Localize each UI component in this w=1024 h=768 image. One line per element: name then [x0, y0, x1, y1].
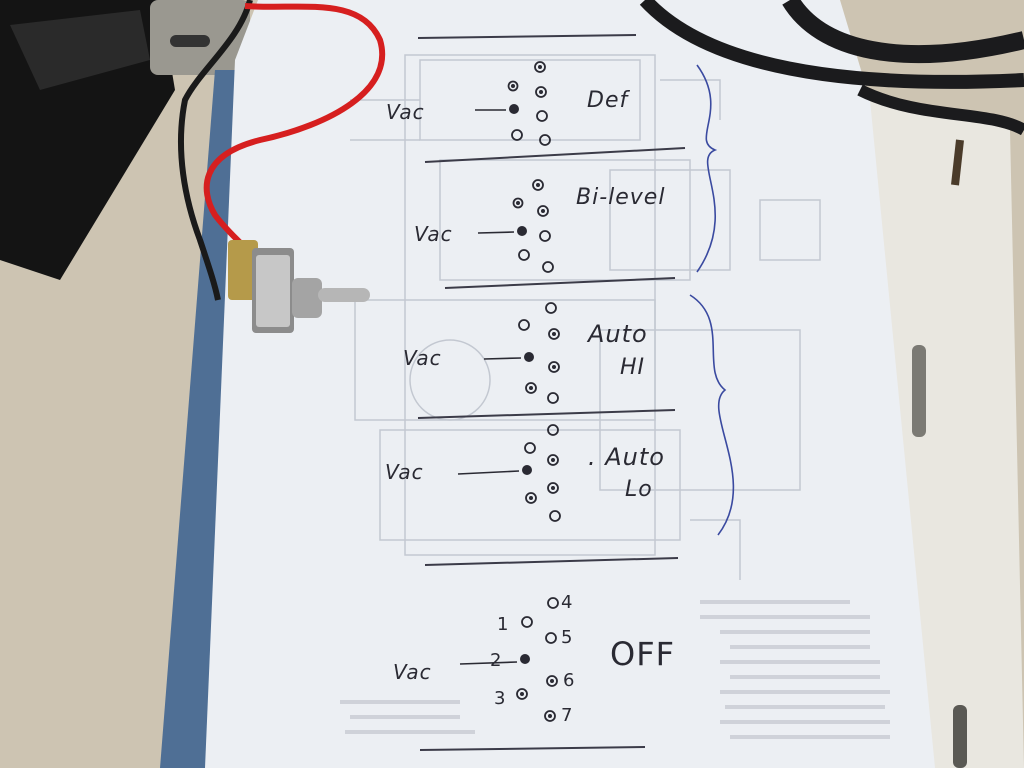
vacuum-hose-2 [782, 0, 1024, 64]
toggle-switch-icon [228, 240, 370, 333]
port-number-5: 5 [561, 627, 573, 648]
marked-port-dots [511, 65, 556, 718]
faint-print-text [340, 600, 890, 739]
hose-connector [951, 139, 964, 186]
mode-label-autohi-2: HI [620, 355, 646, 380]
vac-label-bilevel: Vac [414, 222, 453, 246]
paper-sheet [205, 0, 935, 768]
mode-label-autolo-1: . Auto [588, 443, 665, 471]
port-number-1: 1 [497, 614, 509, 635]
vac-port-dots [509, 104, 534, 664]
port-number-7: 7 [561, 705, 573, 726]
faint-schematic [350, 54, 821, 580]
brace-bottom [689, 294, 735, 536]
vac-leader-lines [457, 109, 522, 665]
separator-lines [417, 34, 686, 751]
brace-top [696, 64, 718, 273]
red-wire [203, 3, 385, 257]
vac-label-autolo: Vac [385, 460, 424, 484]
mode-label-autolo-2: Lo [625, 477, 653, 502]
port-number-6: 6 [563, 670, 575, 691]
vacuum-hose-icon [639, 0, 1024, 89]
port-number-2: 2 [490, 650, 502, 671]
port-number-3: 3 [494, 688, 506, 709]
port-circles [507, 61, 561, 722]
binder-clip-lower [953, 705, 967, 768]
port-number-4: 4 [561, 592, 573, 613]
mode-label-autohi-1: Auto [588, 320, 648, 348]
black-wire [178, 0, 253, 301]
vacuum-hose-3 [857, 84, 1024, 136]
dark-box-label [10, 10, 150, 90]
mode-label-off: OFF [610, 635, 675, 673]
binder-clip-upper [912, 345, 926, 437]
motor-slot [170, 35, 210, 47]
binder-inner-page [860, 90, 1024, 768]
vac-label-off: Vac [393, 660, 432, 684]
vac-label-autohi: Vac [403, 346, 442, 370]
vac-label-def: Vac [386, 100, 425, 124]
mode-label-bilevel: Bi-level [576, 185, 666, 210]
mode-label-def: Def [587, 88, 629, 113]
